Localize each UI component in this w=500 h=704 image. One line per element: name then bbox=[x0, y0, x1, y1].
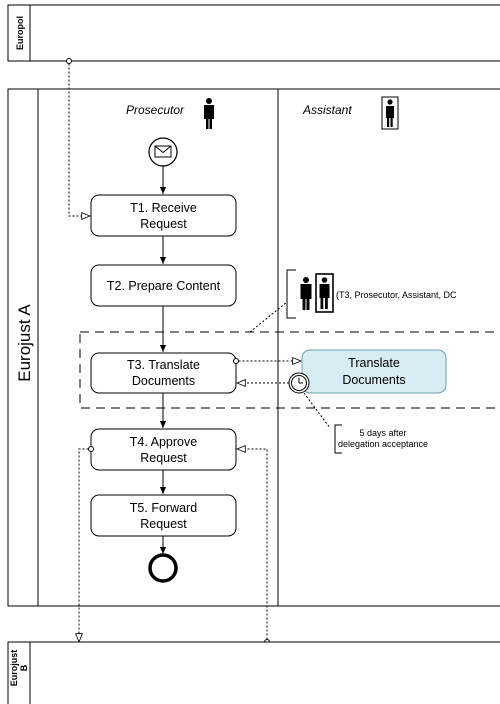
prosecutor-person-icon bbox=[300, 277, 312, 310]
task-t5-line2: Request bbox=[140, 517, 187, 531]
pool-title-europol: Europol bbox=[15, 16, 25, 50]
lane-label-assistant: Assistant bbox=[302, 103, 352, 117]
task-t3[interactable]: T3. Translate Documents bbox=[90, 352, 237, 394]
lane-header-assistant: Assistant bbox=[302, 96, 399, 130]
task-t5[interactable]: T5. Forward Request bbox=[90, 494, 237, 537]
person-icon-prosecutor bbox=[204, 98, 214, 129]
lane-header-prosecutor: Prosecutor bbox=[126, 98, 214, 129]
task-t3-line1: T3. Translate bbox=[127, 358, 200, 372]
task-t3-line2: Documents bbox=[132, 374, 195, 388]
task-t1[interactable]: T1. Receive Request bbox=[90, 194, 237, 237]
pool-europol: Europol bbox=[7, 4, 500, 62]
timer-annotation: 5 days after delegation acceptance bbox=[303, 392, 428, 454]
message-flows bbox=[66, 58, 302, 645]
task-t1-line2: Request bbox=[140, 217, 187, 231]
timer-annotation-line2: delegation acceptance bbox=[338, 439, 428, 449]
start-message-event bbox=[148, 137, 178, 167]
delegation-group bbox=[79, 331, 500, 409]
timer-annotation-line1: 5 days after bbox=[359, 428, 406, 438]
task-t5-line1: T5. Forward bbox=[130, 501, 197, 515]
task-t4-line2: Request bbox=[140, 451, 187, 465]
pool-eurojust-b: Eurojust B bbox=[7, 641, 500, 704]
pool-title-eurojust-b-line2: B bbox=[19, 664, 29, 671]
task-t1-line1: T1. Receive bbox=[130, 201, 197, 215]
assistant-person-icon bbox=[315, 273, 334, 313]
task-t4-line1: T4. Approve bbox=[130, 435, 197, 449]
timer-boundary-event bbox=[288, 372, 310, 394]
person-icon-assistant bbox=[381, 96, 399, 130]
pool-title-eurojust-b-line1: Eurojust bbox=[9, 650, 19, 687]
pool-eurojust-a: Eurojust A bbox=[7, 88, 500, 607]
delegation-annotation-text: (T3, Prosecutor, Assistant, DC bbox=[336, 290, 457, 300]
delegation-annotation: (T3, Prosecutor, Assistant, DC bbox=[249, 269, 457, 333]
task-t2[interactable]: T2. Prepare Content bbox=[90, 264, 237, 307]
task-t4[interactable]: T4. Approve Request bbox=[90, 428, 237, 471]
pool-title-eurojust-a: Eurojust A bbox=[15, 304, 34, 382]
delegated-task-line1: Translate bbox=[348, 356, 400, 370]
task-t2-line1: T2. Prepare Content bbox=[107, 279, 221, 293]
task-translate-documents-delegated[interactable]: Translate Documents bbox=[301, 349, 447, 394]
delegated-task-line2: Documents bbox=[342, 373, 405, 387]
lane-label-prosecutor: Prosecutor bbox=[126, 103, 185, 117]
end-event bbox=[148, 553, 178, 583]
